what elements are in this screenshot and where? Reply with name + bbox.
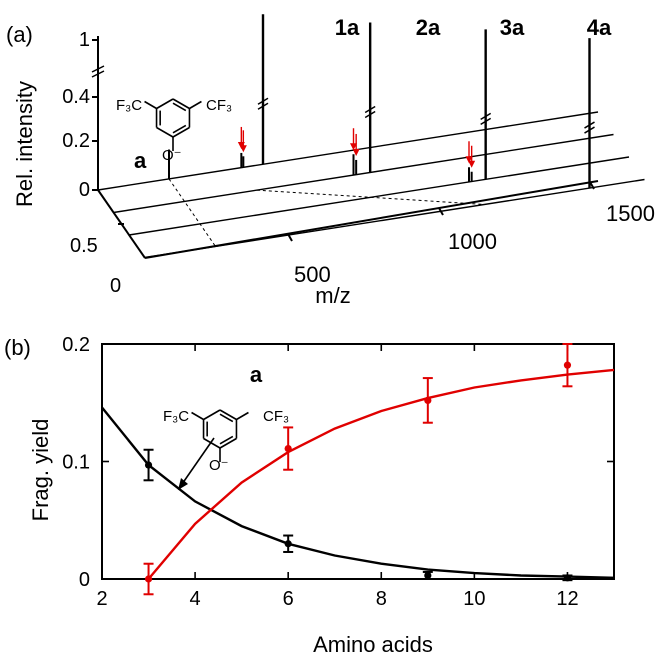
trace-baseline-1 <box>97 111 599 191</box>
axis-breaks <box>91 65 595 134</box>
molecule-structure-b: a F₃C CF₃ O⁻ <box>163 362 289 490</box>
molecule-b-group-right: CF₃ <box>263 408 289 425</box>
x-tick-label-10: 10 <box>463 588 485 610</box>
panel-b-label: (b) <box>4 335 31 360</box>
panel-b-yield: (b) Frag. yield Amino acids 2 4 6 8 10 12 0 0.1… <box>4 334 615 657</box>
molecule-b-bond-cf3-left <box>191 411 204 421</box>
data-point-1-4 <box>563 574 572 582</box>
panel-b-xlabel: Amino acids <box>313 632 433 657</box>
molecule-a-ring-bond-1 <box>156 98 174 110</box>
axis-break-peak-1-a <box>257 97 269 105</box>
peak-label-2a: 2a <box>416 15 441 40</box>
peak-label-1a: 1a <box>335 15 360 40</box>
molecule-a-bond-cf3-right <box>189 100 202 110</box>
guide-dashed-a <box>168 178 216 247</box>
molecule-a-group-left: F₃C <box>116 97 142 114</box>
molecule-b-ring-bond-6 <box>219 409 237 421</box>
fit-curve-1 <box>101 406 615 579</box>
axis-break-intensity-b <box>91 70 105 78</box>
data-point-2-4 <box>563 361 572 369</box>
data-point-1-2 <box>284 540 292 548</box>
trace-baseline-4 <box>144 178 645 259</box>
y-tick-label-0.1: 0.1 <box>62 452 90 474</box>
fragment-arrowhead-2-1 <box>350 143 357 151</box>
fragment-arrowhead-2-2 <box>352 148 360 156</box>
molecule-b-bond-cf3-right <box>236 411 249 421</box>
trace-baseline-2 <box>113 133 614 214</box>
fragment-arrows <box>237 126 476 168</box>
fragment-arrowhead-3-1 <box>465 156 473 164</box>
peak-label-3a: 3a <box>500 15 525 40</box>
panel-b-fit-curves <box>101 368 615 580</box>
molecule-structure-a: F₃C CF₃ O⁻ <box>116 97 232 164</box>
x-tick-label-6: 6 <box>283 588 294 610</box>
data-point-2-1 <box>144 575 153 583</box>
molecule-b-ring-bond-4 <box>219 437 237 449</box>
y-tick-label-0: 0 <box>79 569 90 591</box>
axis-break-peak-4-a <box>584 121 595 129</box>
axis-break-peak-3-a <box>480 112 492 121</box>
x-tick-label-4: 4 <box>190 588 201 610</box>
molecule-a-double-bond-2 <box>172 124 187 134</box>
guide-dashed-fragments <box>256 189 485 205</box>
y-tick-label-1: 1 <box>79 29 90 51</box>
x-tick-label-500: 500 <box>294 262 331 287</box>
y-tick-label-0.2: 0.2 <box>62 130 90 152</box>
data-point-1-3 <box>424 571 432 580</box>
molecule-b-group-oxygen: O⁻ <box>209 457 229 474</box>
x-tick-label-1500: 1500 <box>606 201 655 226</box>
molecule-a-group-right: CF₃ <box>206 97 232 114</box>
peak-label-4a: 4a <box>587 15 612 40</box>
x-tick-label-2: 2 <box>96 588 107 610</box>
molecule-pointer-arrow <box>179 437 215 488</box>
x-tick-label-8: 8 <box>376 588 387 610</box>
axis-break-peak-3-b <box>480 117 492 126</box>
axis-break-peak-4-b <box>584 126 595 134</box>
axis-break-peak-1-b <box>257 102 269 110</box>
molecule-a-ring-bond-3 <box>156 126 174 138</box>
y-tick-label-0.2: 0.2 <box>62 334 90 356</box>
panel-b-ticks: 2 4 6 8 10 12 0 0.1 0.2 <box>62 334 614 610</box>
molecule-b-double-bond-3 <box>219 413 234 423</box>
data-point-1-1 <box>144 461 153 469</box>
molecule-b-group-left: F₃C <box>163 408 189 425</box>
panel-a-label: (a) <box>6 22 33 47</box>
trace-baseline-3 <box>128 156 630 236</box>
molecule-b-ring-bond-3 <box>203 437 221 449</box>
panel-b-data-points <box>143 343 573 596</box>
panel-a-ylabel: Rel. intensity <box>12 81 37 207</box>
panel-a-spectrum: (a) Rel. intensity m/z 1 0.4 0.2 0 0.5 0… <box>6 14 655 308</box>
axis-break-intensity-a <box>91 65 105 73</box>
data-point-2-2 <box>284 444 292 453</box>
fragment-arrowhead-3-2 <box>468 160 476 168</box>
fit-curve-2 <box>147 368 615 580</box>
data-point-2-3 <box>424 396 432 404</box>
fragment-arrowhead-1-3 <box>239 145 247 153</box>
y-tick-label-0: 0 <box>79 179 90 201</box>
panel-b-ylabel: Frag. yield <box>28 419 53 522</box>
peak-label-a: a <box>134 148 147 173</box>
axis-break-peak-2-b <box>364 110 376 119</box>
x-tick-label-12: 12 <box>556 588 578 610</box>
molecule-a-group-oxygen: O⁻ <box>162 147 182 164</box>
molecule-a-ring-bond-6 <box>172 98 190 110</box>
y-tick-label-0.4: 0.4 <box>62 86 90 108</box>
depth-tick-label-0: 0 <box>110 275 121 297</box>
molecule-a-ring-bond-4 <box>172 126 190 138</box>
molecule-b-ring-bond-1 <box>203 409 221 421</box>
molecule-a-double-bond-3 <box>172 102 187 112</box>
molecule-a-bond-cf3-left <box>144 100 157 110</box>
x-tick-label-1000: 1000 <box>448 229 497 254</box>
panel-a-xlabel: m/z <box>315 283 350 308</box>
molecule-b-double-bond-2 <box>219 435 234 445</box>
depth-tick-label-0.5: 0.5 <box>70 235 98 257</box>
molecule-pointer-arrowhead <box>178 478 188 490</box>
axis-break-peak-2-a <box>364 105 376 114</box>
molecule-b-label: a <box>250 362 263 387</box>
spectrum-traces <box>97 14 645 259</box>
